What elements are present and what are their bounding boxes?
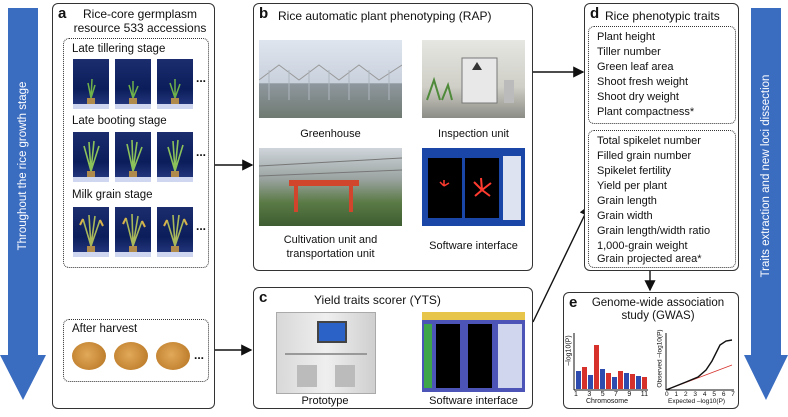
more-ellipsis: ... xyxy=(196,219,207,233)
trait-item: Spikelet fertility xyxy=(597,165,671,177)
stage-late-booting: Late booting stage xyxy=(72,115,167,127)
yts-prototype-label: Prototype xyxy=(301,395,349,407)
trait-item: Green leaf area xyxy=(597,61,674,73)
plant-image xyxy=(157,132,193,182)
panel-a-letter: a xyxy=(58,5,67,22)
more-ellipsis: ... xyxy=(196,145,207,159)
more-ellipsis: ... xyxy=(194,348,205,362)
panel-e-title: Genome-wide association study (GWAS) xyxy=(591,297,725,322)
trait-item: Shoot fresh weight xyxy=(597,76,689,88)
panel-d-letter: d xyxy=(590,5,600,22)
plant-image xyxy=(115,132,151,182)
panel-d: d Rice phenotypic traits Plant height Ti… xyxy=(584,3,739,271)
trait-item: Grain projected area* xyxy=(597,253,702,265)
panel-a: a Rice-core germplasm resource 533 acces… xyxy=(52,3,215,409)
trait-item: Tiller number xyxy=(597,46,661,58)
manhattan-tick: 5 xyxy=(600,391,605,398)
qq-ylabel: Observed –log10(P) xyxy=(656,329,664,388)
rap-software-label: Software interface xyxy=(429,240,518,252)
yts-prototype-photo xyxy=(276,312,376,394)
manhattan-ticks: 1 3 5 7 9 11 xyxy=(574,391,648,398)
qq-tick: 4 xyxy=(702,391,707,398)
panel-b-title: Rice automatic plant phenotyping (RAP) xyxy=(278,9,492,23)
trait-item: Grain width xyxy=(597,210,653,222)
manhattan-tick: 7 xyxy=(614,391,618,398)
manhattan-tick: 3 xyxy=(587,391,592,398)
left-growth-arrow: Throughout the rice growth stage xyxy=(0,0,46,412)
rap-software-photo xyxy=(422,148,525,226)
plant-image xyxy=(73,207,109,257)
panel-c-letter: c xyxy=(259,289,268,306)
qq-plot: Observed –log10(P) 0 1 2 3 4 5 6 7 Expec… xyxy=(656,327,736,407)
qq-ticks: 0 1 2 3 4 5 6 7 xyxy=(665,391,735,398)
qq-tick: 3 xyxy=(693,391,698,398)
manhattan-ylabel: –log10(P) xyxy=(565,335,573,366)
plant-image xyxy=(73,59,109,109)
plant-image xyxy=(73,132,109,182)
after-harvest-label: After harvest xyxy=(72,323,138,335)
stage-late-tillering: Late tillering stage xyxy=(72,43,166,55)
after-harvest-box: After harvest ... xyxy=(63,319,209,382)
panel-e: e Genome-wide association study (GWAS) –… xyxy=(563,292,739,409)
qq-xlabel: Expected –log10(P) xyxy=(668,398,726,405)
trait-item: Grain length xyxy=(597,195,657,207)
grain-sample-image xyxy=(114,342,148,370)
manhattan-tick: 1 xyxy=(574,391,578,398)
trait-item: Plant compactness* xyxy=(597,106,695,118)
trait-item: Filled grain number xyxy=(597,150,692,162)
cultivation-unit-photo xyxy=(259,148,402,226)
inspection-unit-photo xyxy=(422,40,525,118)
panel-b: b Rice automatic plant phenotyping (RAP)… xyxy=(253,3,533,271)
yield-traits-box: Total spikelet number Filled grain numbe… xyxy=(588,130,736,268)
qq-tick: 2 xyxy=(683,391,688,398)
more-ellipsis: ... xyxy=(196,71,207,85)
manhattan-tick: 11 xyxy=(640,391,648,398)
trait-item: 1,000-grain weight xyxy=(597,240,688,252)
greenhouse-photo xyxy=(259,40,402,118)
trait-item: Shoot dry weight xyxy=(597,91,679,103)
manhattan-tick: 9 xyxy=(627,391,632,398)
inspection-unit-label: Inspection unit xyxy=(438,128,509,140)
plant-image xyxy=(115,59,151,109)
plant-image xyxy=(115,207,151,257)
panel-e-letter: e xyxy=(569,294,578,311)
manhattan-plot: –log10(P) 1 3 5 7 9 11 Chromosome xyxy=(565,327,648,407)
growth-stages-box: Late tillering stage ... Late booting st… xyxy=(63,38,209,268)
qq-tick: 1 xyxy=(674,391,679,398)
stage-milk-grain: Milk grain stage xyxy=(72,189,153,201)
qq-tick: 5 xyxy=(712,391,716,398)
panel-d-title: Rice phenotypic traits xyxy=(605,9,720,23)
trait-item: Plant height xyxy=(597,31,656,43)
yts-software-label: Software interface xyxy=(429,395,518,407)
trait-item: Total spikelet number xyxy=(597,135,701,147)
cultivation-unit-label: Cultivation unit and transportation unit xyxy=(283,234,378,260)
trait-item: Grain length/width ratio xyxy=(597,225,711,237)
panel-c-title: Yield traits scorer (YTS) xyxy=(314,293,441,307)
grain-sample-image xyxy=(72,342,106,370)
qq-tick: 6 xyxy=(721,391,726,398)
right-traits-arrow: Traits extraction and new loci dissectio… xyxy=(744,0,788,412)
yts-software-photo xyxy=(422,312,525,392)
plant-image xyxy=(157,59,193,109)
manhattan-xlabel: Chromosome xyxy=(586,398,629,405)
qq-tick: 7 xyxy=(731,391,735,398)
panel-b-letter: b xyxy=(259,5,269,22)
trait-item: Yield per plant xyxy=(597,180,667,192)
greenhouse-label: Greenhouse xyxy=(300,128,361,140)
panel-c: c Yield traits scorer (YTS) Prototype So… xyxy=(253,287,533,409)
panel-a-title: Rice-core germplasm resource 533 accessi… xyxy=(73,7,207,35)
qq-tick: 0 xyxy=(665,391,669,398)
plant-image xyxy=(157,207,193,257)
plant-traits-box: Plant height Tiller number Green leaf ar… xyxy=(588,26,736,124)
grain-sample-image xyxy=(156,342,190,370)
